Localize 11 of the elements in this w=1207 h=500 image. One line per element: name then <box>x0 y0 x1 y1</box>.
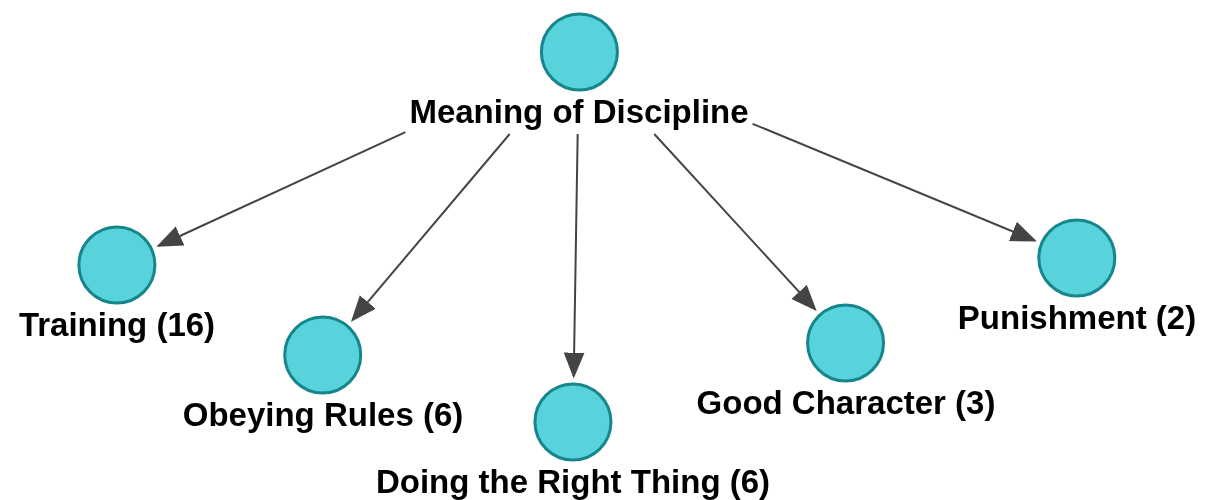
node-label: Good Character (3) <box>696 385 996 421</box>
arrow <box>653 133 817 311</box>
node-label: Doing the Right Thing (6) <box>375 464 771 500</box>
arrow <box>563 133 585 379</box>
node-label: Training (16) <box>18 307 216 343</box>
arrow <box>751 122 1037 242</box>
node-label: Obeying Rules (6) <box>182 397 464 433</box>
node-label: Meaning of Discipline <box>409 94 749 130</box>
node-label: Punishment (2) <box>957 300 1197 336</box>
arrow <box>156 131 407 247</box>
arrow <box>351 133 511 322</box>
